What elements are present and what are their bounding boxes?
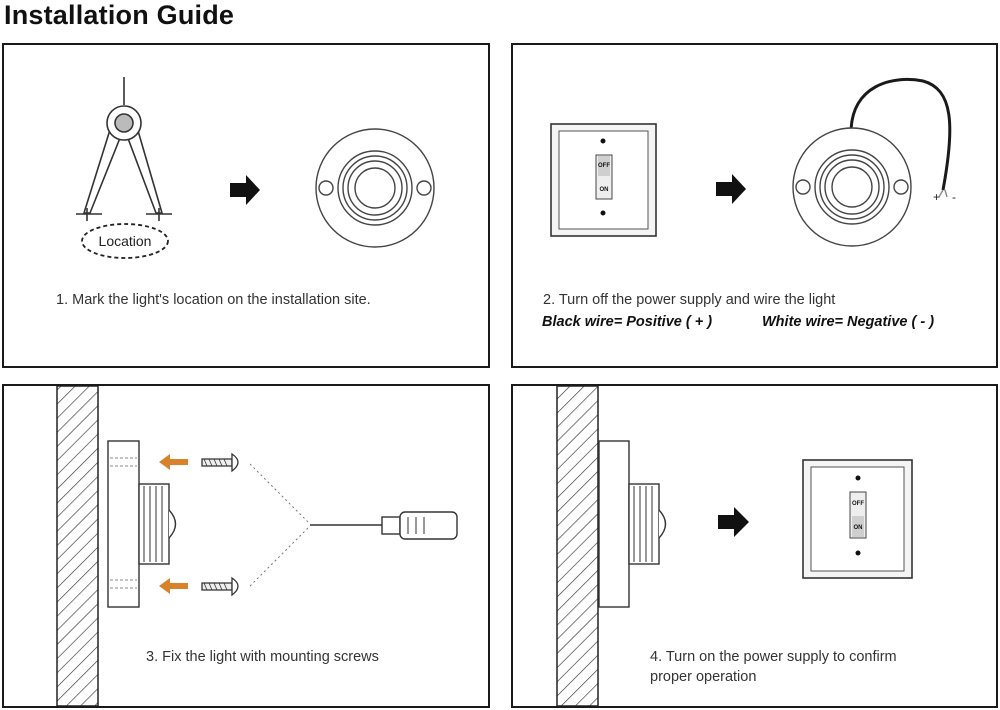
page-title: Installation Guide bbox=[4, 0, 235, 30]
light-fixture-icon bbox=[315, 128, 435, 248]
switch-on-label: ON bbox=[600, 187, 609, 193]
light-side-profile bbox=[107, 440, 177, 608]
screw-icon bbox=[201, 576, 239, 597]
black-wire-note: Black wire= Positive ( + ) bbox=[542, 314, 713, 330]
wall-section bbox=[556, 386, 599, 706]
wire-minus-label: - bbox=[952, 190, 956, 204]
orange-arrow-left-icon bbox=[159, 454, 188, 470]
switch-on-icon: OFF ON bbox=[802, 459, 913, 579]
step-4-caption-line1: 4. Turn on the power supply to confirm bbox=[650, 649, 897, 665]
light-fixture-icon bbox=[792, 127, 912, 247]
light-side-profile bbox=[598, 440, 667, 608]
white-wire-note: White wire= Negative ( - ) bbox=[762, 314, 935, 330]
step-1-panel: Location 1. Mark the light's location on… bbox=[2, 43, 490, 368]
orange-arrow-left-icon bbox=[159, 578, 188, 594]
step-4-caption: 4. Turn on the power supply to confirm p… bbox=[650, 647, 897, 687]
step-3-caption: 3. Fix the light with mounting screws bbox=[146, 649, 379, 665]
step-4-caption-line2: proper operation bbox=[650, 669, 757, 685]
arrow-right-icon bbox=[716, 174, 746, 204]
compass-icon bbox=[76, 77, 172, 221]
switch-on-label: ON bbox=[854, 525, 863, 531]
step-2-panel: OFF ON + - 2. Turn off the power supply … bbox=[511, 43, 998, 368]
wire-plus-label: + bbox=[933, 190, 940, 204]
switch-off-icon: OFF ON bbox=[550, 123, 657, 237]
switch-off-label: OFF bbox=[852, 501, 864, 507]
arrow-right-icon bbox=[718, 507, 749, 537]
step-1-illustration: Location bbox=[76, 77, 435, 259]
location-marker bbox=[81, 223, 169, 259]
step-2-caption: 2. Turn off the power supply and wire th… bbox=[543, 292, 836, 308]
step-1-caption: 1. Mark the light's location on the inst… bbox=[56, 292, 371, 308]
arrow-right-icon bbox=[230, 175, 260, 205]
wall-section bbox=[56, 386, 99, 706]
step-4-panel: OFF ON 4. Turn on the power supply to co… bbox=[511, 384, 998, 708]
step-3-panel: 3. Fix the light with mounting screws bbox=[2, 384, 490, 708]
step-2-illustration: OFF ON + - bbox=[550, 77, 956, 247]
step-3-illustration bbox=[56, 386, 458, 706]
switch-off-label: OFF bbox=[598, 163, 610, 169]
screwdriver-icon bbox=[310, 511, 458, 540]
location-label: Location bbox=[99, 233, 152, 249]
step-4-illustration: OFF ON bbox=[556, 386, 913, 706]
cable-wire bbox=[849, 77, 952, 191]
screw-icon bbox=[201, 452, 239, 473]
